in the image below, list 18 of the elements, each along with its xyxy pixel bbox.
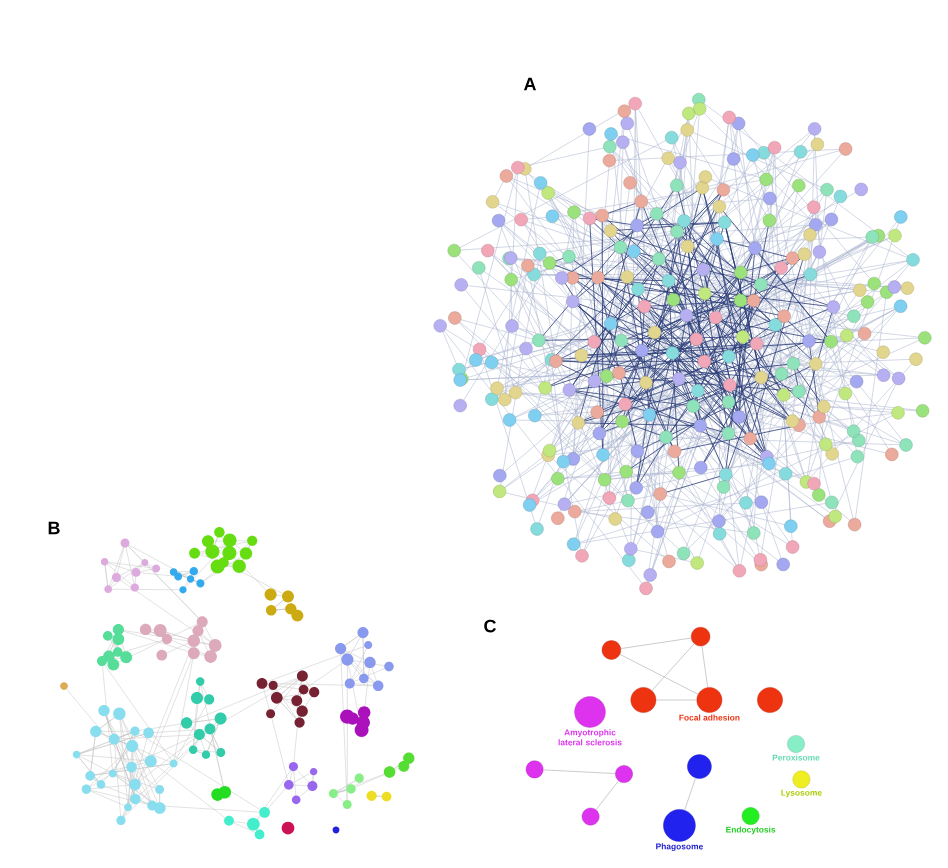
pathway-node bbox=[581, 807, 600, 826]
panel-letter: A bbox=[523, 77, 536, 91]
connector-line bbox=[684, 777, 696, 811]
connector-line bbox=[595, 780, 619, 811]
pathway-node bbox=[691, 627, 711, 647]
pathway-node bbox=[757, 687, 783, 713]
pathway-node bbox=[687, 754, 712, 779]
pathway-node bbox=[630, 687, 657, 713]
pathway-node bbox=[615, 765, 633, 783]
pathway-node bbox=[601, 640, 621, 660]
connector-line bbox=[543, 769, 616, 774]
connector-line bbox=[701, 645, 708, 688]
panel-letter: C bbox=[484, 619, 496, 633]
connector-line bbox=[619, 654, 699, 695]
panel-letter: B bbox=[48, 521, 60, 535]
pathway-node bbox=[525, 760, 544, 779]
connector-line bbox=[651, 643, 695, 691]
connector-line bbox=[620, 637, 692, 649]
